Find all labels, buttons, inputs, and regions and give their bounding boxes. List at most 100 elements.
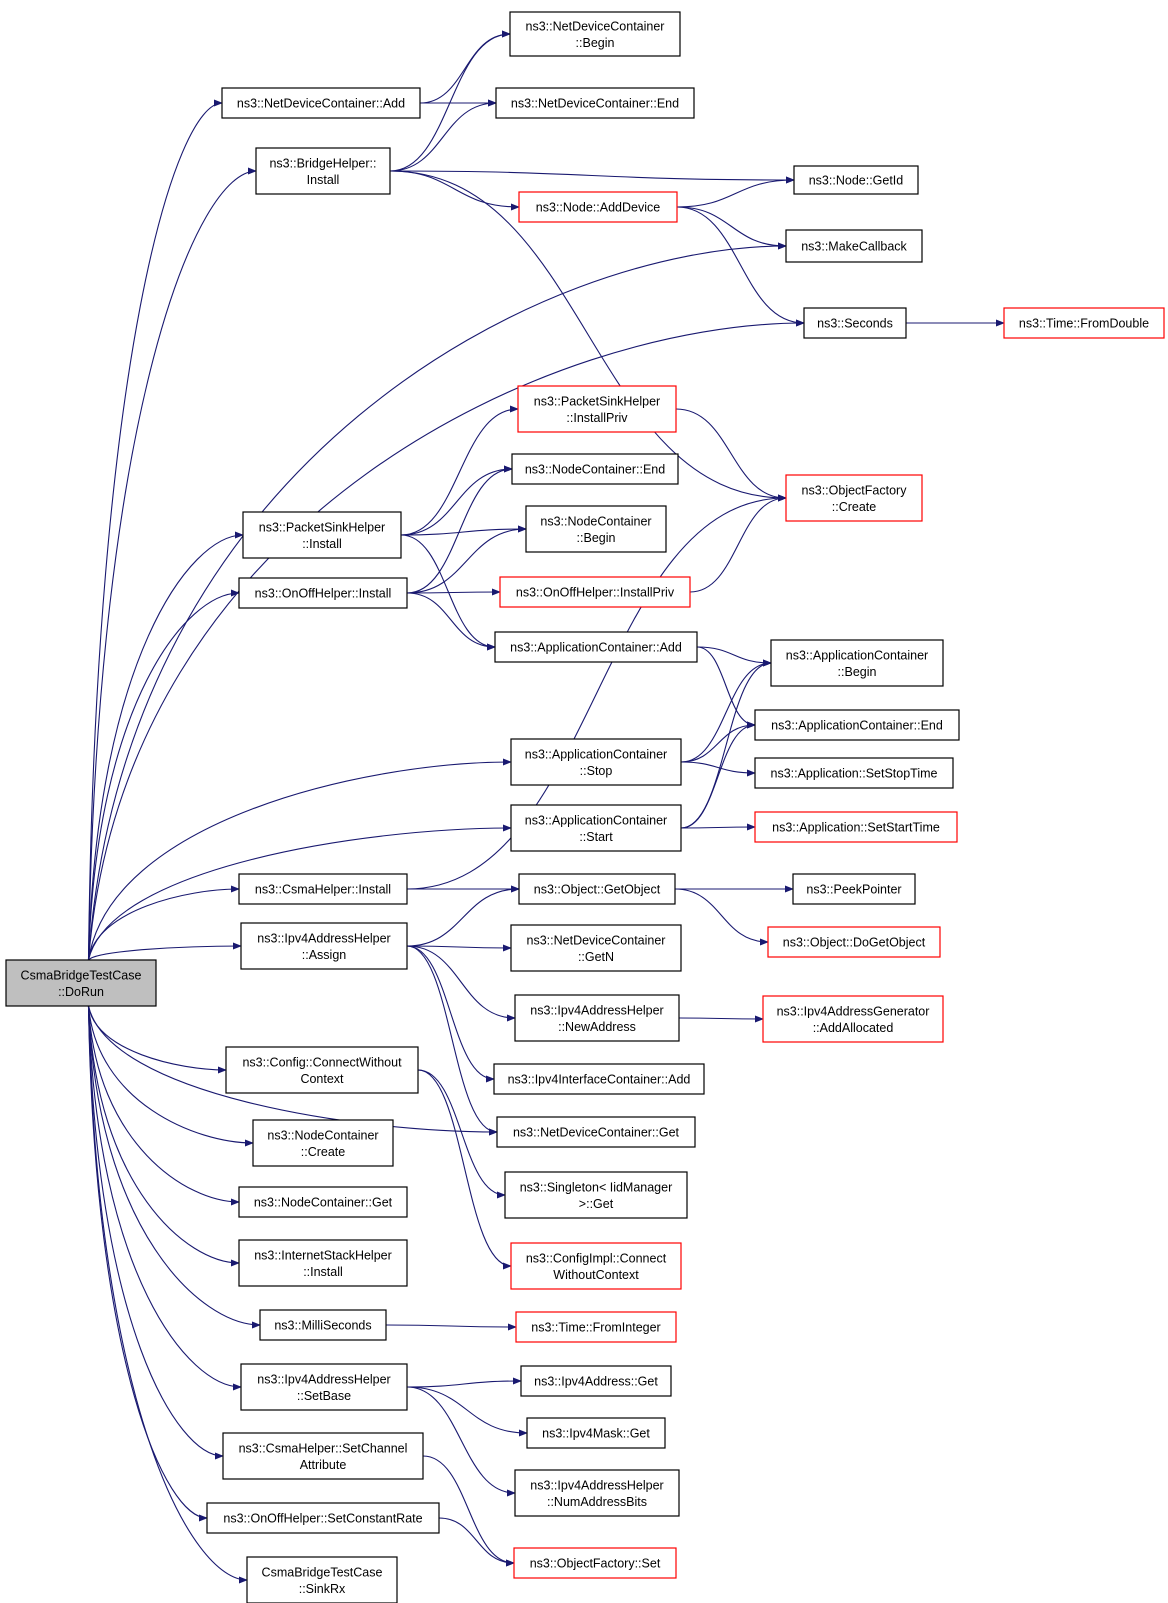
node-ac-start[interactable]: ns3::ApplicationContainer::Start xyxy=(510,804,682,852)
node-node-adddevice[interactable]: ns3::Node::AddDevice xyxy=(518,191,678,223)
node-label: ns3::OnOffHelper::InstallPriv xyxy=(516,586,675,600)
node-ac-begin[interactable]: ns3::ApplicationContainer::Begin xyxy=(770,639,944,687)
node-box xyxy=(499,576,691,608)
edge-ipv4ah_assign-to-ndc_getn xyxy=(406,944,512,952)
node-ac-add[interactable]: ns3::ApplicationContainer::Add xyxy=(494,631,698,663)
node-ipv4ic-add[interactable]: ns3::Ipv4InterfaceContainer::Add xyxy=(493,1063,705,1095)
node-box xyxy=(1003,307,1165,339)
edge-root-to-nc_create xyxy=(87,1005,254,1147)
node-app-setstop[interactable]: ns3::Application::SetStopTime xyxy=(754,757,954,789)
edge-root-to-config_cwc xyxy=(87,1005,227,1074)
node-label: ns3::PacketSinkHelper xyxy=(534,394,660,408)
node-psh-install[interactable]: ns3::PacketSinkHelper::Install xyxy=(242,511,402,559)
edge-ac_stop-to-ac_end xyxy=(680,721,756,763)
node-label: >::Get xyxy=(579,1197,614,1211)
edge-root-to-ac_start xyxy=(87,824,512,961)
node-onoff-install[interactable]: ns3::OnOffHelper::Install xyxy=(238,577,408,609)
node-label: ns3::ApplicationContainer::End xyxy=(771,719,943,733)
edge-config_cwc-to-configimpl_cwc xyxy=(417,1069,512,1270)
edge-onoff_install-to-nc_end xyxy=(406,465,513,594)
node-box xyxy=(525,505,667,553)
edge-root-to-makecallback xyxy=(87,242,787,961)
node-of-set[interactable]: ns3::ObjectFactory::Set xyxy=(513,1547,677,1579)
node-app-setstart[interactable]: ns3::Application::SetStartTime xyxy=(754,811,958,843)
node-label: ::NewAddress xyxy=(558,1020,636,1034)
node-ndc-get[interactable]: ns3::NetDeviceContainer::Get xyxy=(496,1116,696,1148)
edge-ipv4ah_setbase-to-ipv4ah_numaddrbits xyxy=(406,1386,516,1497)
node-seconds[interactable]: ns3::Seconds xyxy=(803,307,907,339)
edge-config_cwc-to-singleton_get xyxy=(417,1069,506,1199)
node-label: ns3::Time::FromInteger xyxy=(531,1321,660,1335)
edge-node_adddevice-to-makecallback xyxy=(676,206,787,250)
edge-root-to-milliseconds xyxy=(87,1005,261,1329)
node-ac-stop[interactable]: ns3::ApplicationContainer::Stop xyxy=(510,738,682,786)
edge-root-to-csma_setchannelattr xyxy=(87,1005,224,1460)
node-label: ns3::Application::SetStartTime xyxy=(772,821,940,835)
node-onoff-installpriv[interactable]: ns3::OnOffHelper::InstallPriv xyxy=(499,576,691,608)
node-ndc-end[interactable]: ns3::NetDeviceContainer::End xyxy=(495,87,695,119)
node-singleton-get[interactable]: ns3::Singleton< IidManager>::Get xyxy=(504,1171,688,1219)
node-ndc-begin[interactable]: ns3::NetDeviceContainer::Begin xyxy=(509,11,681,57)
node-ipv4ah-assign[interactable]: ns3::Ipv4AddressHelper::Assign xyxy=(240,922,408,970)
node-label: ns3::Ipv4AddressHelper xyxy=(530,1478,663,1492)
node-label: ns3::CsmaHelper::Install xyxy=(255,883,391,897)
edge-root-to-csma_install xyxy=(87,885,240,961)
node-csma-install[interactable]: ns3::CsmaHelper::Install xyxy=(238,873,408,905)
node-label: ns3::Ipv4InterfaceContainer::Add xyxy=(508,1073,691,1087)
edge-root-to-ac_stop xyxy=(87,758,512,961)
edge-node_adddevice-to-node_getid xyxy=(676,176,795,208)
node-ndc-getn[interactable]: ns3::NetDeviceContainer::GetN xyxy=(510,924,682,972)
node-label: ns3::ApplicationContainer xyxy=(525,747,667,761)
node-onoff-setconstantrate[interactable]: ns3::OnOffHelper::SetConstantRate xyxy=(206,1502,440,1534)
node-time-frominteger[interactable]: ns3::Time::FromInteger xyxy=(515,1311,677,1343)
node-nc-end[interactable]: ns3::NodeContainer::End xyxy=(511,453,679,485)
node-ipv4ah-numaddrbits[interactable]: ns3::Ipv4AddressHelper::NumAddressBits xyxy=(514,1469,680,1517)
edge-ipv4ah_assign-to-ipv4ah_newaddress xyxy=(406,945,516,1022)
node-ipv4addr-get[interactable]: ns3::Ipv4Address::Get xyxy=(520,1365,672,1397)
node-label: ns3::Ipv4AddressHelper xyxy=(257,1372,390,1386)
node-box xyxy=(225,1046,419,1094)
node-node-getid[interactable]: ns3::Node::GetId xyxy=(793,165,919,195)
node-bridge-install[interactable]: ns3::BridgeHelper::Install xyxy=(255,147,391,195)
node-ipv4mask-get[interactable]: ns3::Ipv4Mask::Get xyxy=(526,1417,666,1449)
node-makecallback[interactable]: ns3::MakeCallback xyxy=(785,229,923,263)
node-ipv4ah-setbase[interactable]: ns3::Ipv4AddressHelper::SetBase xyxy=(240,1363,408,1411)
node-box xyxy=(785,474,923,522)
node-label: ns3::Node::GetId xyxy=(809,174,904,188)
node-label: ::Begin xyxy=(576,36,615,50)
node-psh-installpriv[interactable]: ns3::PacketSinkHelper::InstallPriv xyxy=(517,385,677,433)
edge-root-to-sinkrx xyxy=(87,1005,248,1584)
node-nc-begin[interactable]: ns3::NodeContainer::Begin xyxy=(525,505,667,553)
node-box xyxy=(238,873,408,905)
node-peekpointer[interactable]: ns3::PeekPointer xyxy=(792,873,916,905)
node-obj-getobject[interactable]: ns3::Object::GetObject xyxy=(518,873,676,905)
node-sinkrx[interactable]: CsmaBridgeTestCase::SinkRx xyxy=(246,1556,398,1603)
edge-root-to-seconds xyxy=(87,319,805,961)
node-box xyxy=(5,959,157,1007)
node-ish-install[interactable]: ns3::InternetStackHelper::Install xyxy=(238,1239,408,1287)
node-ipv4ah-newaddress[interactable]: ns3::Ipv4AddressHelper::NewAddress xyxy=(514,994,680,1042)
node-box xyxy=(518,873,676,905)
node-box xyxy=(246,1556,398,1603)
node-of-create[interactable]: ns3::ObjectFactory::Create xyxy=(785,474,923,522)
node-nc-get[interactable]: ns3::NodeContainer::Get xyxy=(238,1186,408,1218)
node-root[interactable]: CsmaBridgeTestCase::DoRun xyxy=(5,959,157,1007)
node-ac-end[interactable]: ns3::ApplicationContainer::End xyxy=(754,709,960,741)
node-box xyxy=(513,1547,677,1579)
node-milliseconds[interactable]: ns3::MilliSeconds xyxy=(259,1309,387,1341)
node-label: ns3::Time::FromDouble xyxy=(1019,317,1149,331)
node-label: ::Create xyxy=(301,1145,346,1159)
edge-root-to-ndc_add xyxy=(87,99,223,961)
node-obj-dogetobject[interactable]: ns3::Object::DoGetObject xyxy=(767,926,941,958)
node-nc-create[interactable]: ns3::NodeContainer::Create xyxy=(252,1119,394,1167)
node-box xyxy=(803,307,907,339)
node-time-fromdouble[interactable]: ns3::Time::FromDouble xyxy=(1003,307,1165,339)
node-box xyxy=(518,191,678,223)
node-ndc-add[interactable]: ns3::NetDeviceContainer::Add xyxy=(221,87,421,119)
node-label: ns3::NetDeviceContainer::Add xyxy=(237,97,405,111)
node-ipv4ag-addallocated[interactable]: ns3::Ipv4AddressGenerator::AddAllocated xyxy=(762,995,944,1043)
